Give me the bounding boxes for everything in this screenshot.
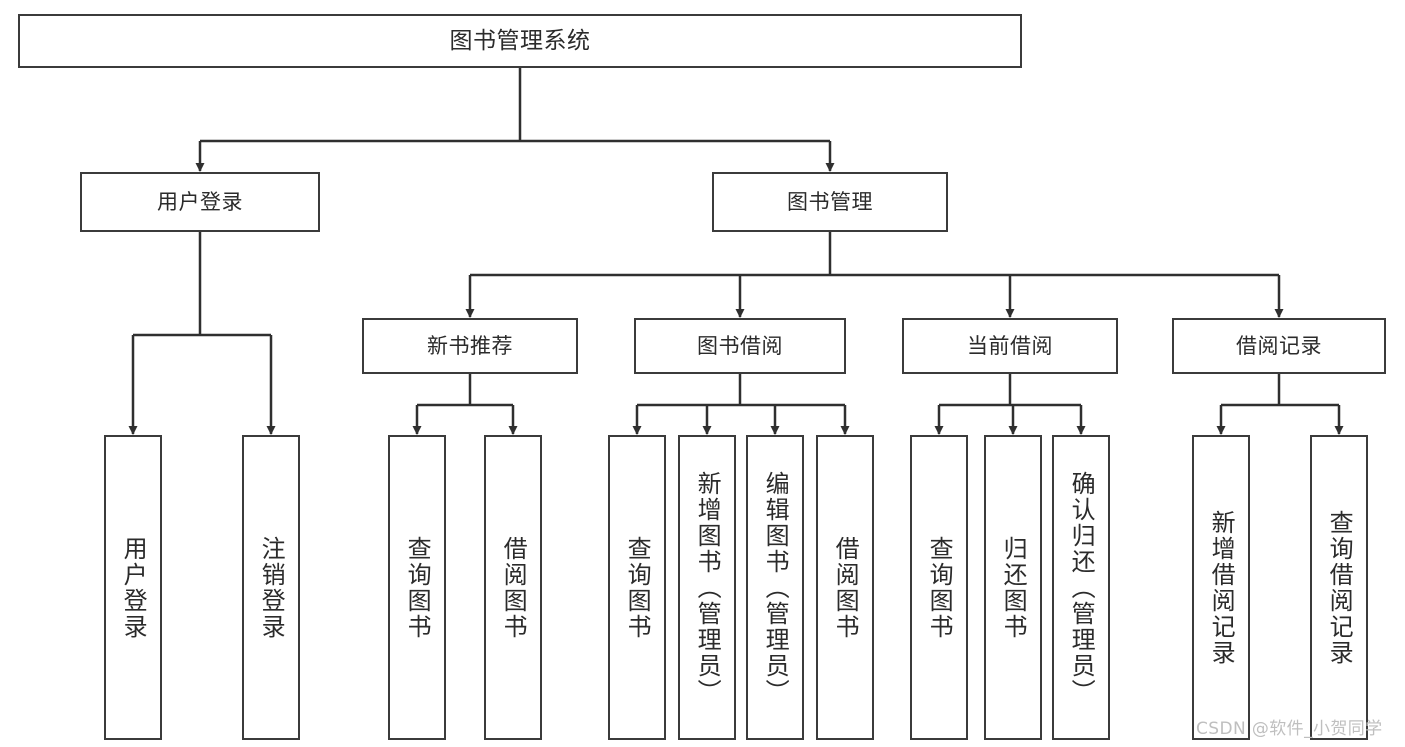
node-label: 图书管理系统: [449, 27, 591, 54]
node-leaf-query-book-1[interactable]: 查询图书: [388, 435, 446, 740]
node-label: 图书管理: [787, 189, 873, 214]
node-leaf-borrow-book-1[interactable]: 借阅图书: [484, 435, 542, 740]
node-label: 查询图书: [403, 535, 432, 640]
node-label: 归还图书: [999, 535, 1028, 640]
node-label: 新书推荐: [427, 333, 513, 358]
node-label: 用户登录: [119, 535, 148, 640]
node-new-book-rec[interactable]: 新书推荐: [362, 318, 578, 374]
node-user-login[interactable]: 用户登录: [80, 172, 320, 232]
node-leaf-add-book[interactable]: 新增图书（管理员）: [678, 435, 736, 740]
node-root[interactable]: 图书管理系统: [18, 14, 1022, 68]
node-leaf-confirm-return[interactable]: 确认归还（管理员）: [1052, 435, 1110, 740]
node-label: 查询借阅记录: [1325, 509, 1354, 666]
node-label: 查询图书: [925, 535, 954, 640]
node-borrow-record[interactable]: 借阅记录: [1172, 318, 1386, 374]
node-leaf-edit-book[interactable]: 编辑图书（管理员）: [746, 435, 804, 740]
node-leaf-user-login[interactable]: 用户登录: [104, 435, 162, 740]
node-label: 新增图书（管理员）: [693, 470, 722, 705]
node-book-borrow[interactable]: 图书借阅: [634, 318, 846, 374]
node-label: 借阅记录: [1236, 333, 1322, 358]
node-leaf-query-record[interactable]: 查询借阅记录: [1310, 435, 1368, 740]
node-current-borrow[interactable]: 当前借阅: [902, 318, 1118, 374]
node-label: 用户登录: [157, 189, 243, 214]
node-label: 查询图书: [623, 535, 652, 640]
watermark-text: CSDN @软件_小贺同学: [1196, 719, 1383, 739]
node-label: 确认归还（管理员）: [1067, 470, 1096, 705]
node-leaf-add-record[interactable]: 新增借阅记录: [1192, 435, 1250, 740]
node-leaf-user-logout[interactable]: 注销登录: [242, 435, 300, 740]
node-label: 当前借阅: [967, 333, 1053, 358]
node-leaf-return-book[interactable]: 归还图书: [984, 435, 1042, 740]
node-label: 借阅图书: [499, 535, 528, 640]
node-leaf-query-book-3[interactable]: 查询图书: [910, 435, 968, 740]
node-label: 图书借阅: [697, 333, 783, 358]
edges: [128, 68, 1344, 435]
node-leaf-borrow-book-2[interactable]: 借阅图书: [816, 435, 874, 740]
node-label: 编辑图书（管理员）: [761, 470, 790, 705]
node-label: 新增借阅记录: [1207, 509, 1236, 666]
node-label: 借阅图书: [831, 535, 860, 640]
node-book-manage[interactable]: 图书管理: [712, 172, 948, 232]
node-label: 注销登录: [257, 535, 286, 640]
node-leaf-query-book-2[interactable]: 查询图书: [608, 435, 666, 740]
